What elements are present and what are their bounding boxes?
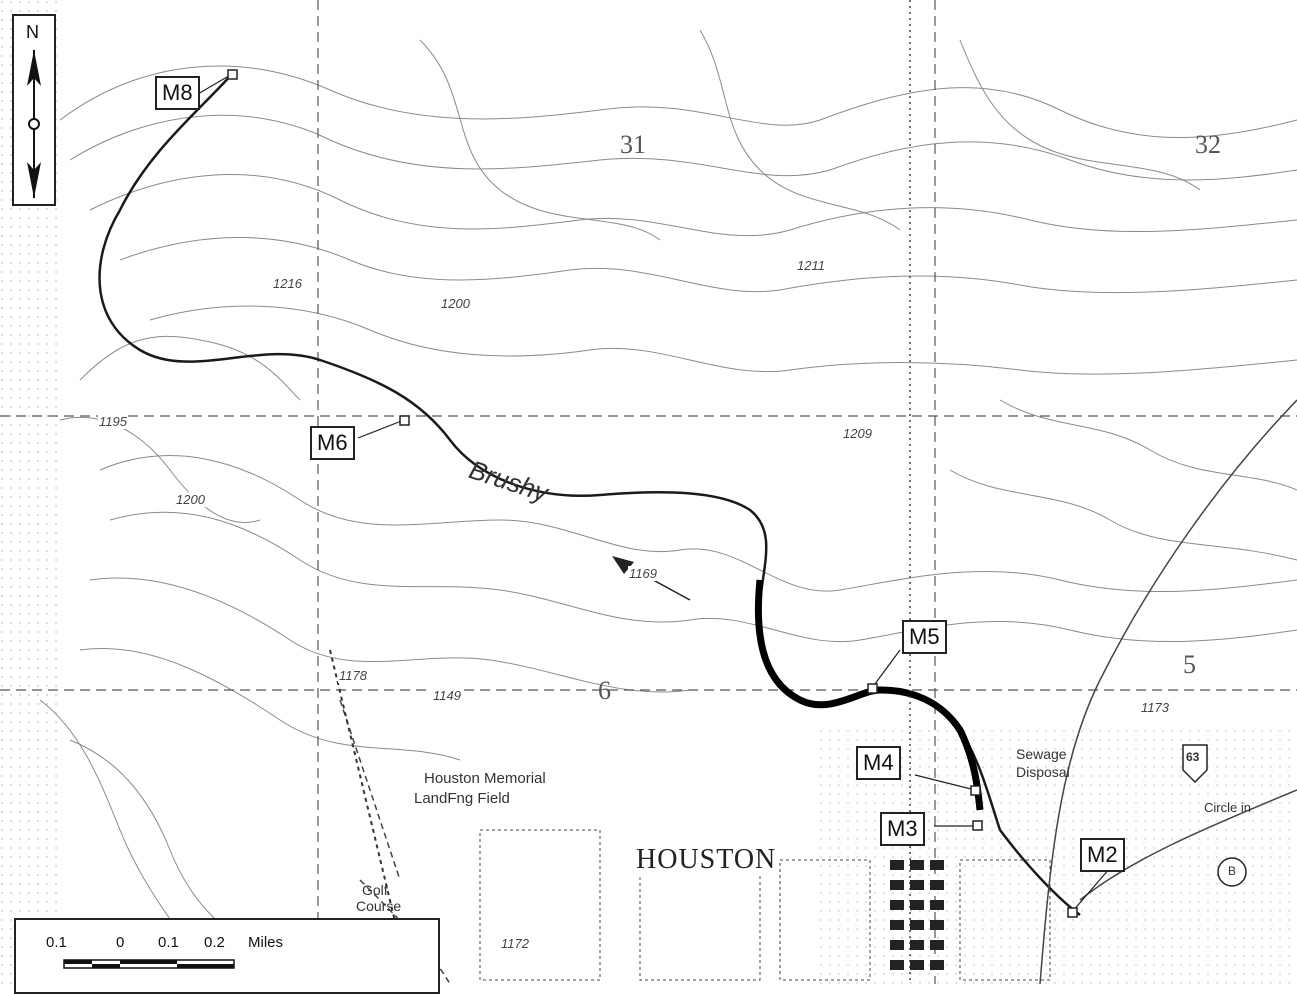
town-blocks bbox=[890, 860, 944, 970]
scale-bar-graphic bbox=[63, 959, 235, 969]
scale-bar-box: 0.1 0 0.1 0.2 Miles bbox=[14, 918, 440, 994]
north-label: N bbox=[26, 22, 39, 42]
station-m5-label[interactable]: M5 bbox=[902, 620, 947, 654]
elevation-label: 1200 bbox=[175, 492, 206, 507]
station-m2-label[interactable]: M2 bbox=[1080, 838, 1125, 872]
station-markers bbox=[227, 69, 1078, 918]
scale-tick-label: 0 bbox=[116, 934, 125, 951]
highway-63-label: 63 bbox=[1186, 750, 1200, 764]
elevation-label: 1149 bbox=[432, 688, 462, 703]
elevation-label: 1209 bbox=[842, 426, 873, 441]
section-31-label: 31 bbox=[620, 130, 646, 159]
town-streets bbox=[479, 829, 1051, 981]
station-m4-label[interactable]: M4 bbox=[856, 746, 901, 780]
golf-label-line2: Course bbox=[356, 898, 402, 914]
elevation-label: 1172 bbox=[500, 936, 530, 951]
runway bbox=[329, 649, 411, 984]
scale-tick-label: 0.1 bbox=[158, 934, 179, 951]
station-m8-label[interactable]: M8 bbox=[155, 76, 200, 110]
elevation-label: 1211 bbox=[796, 258, 826, 273]
section-32-label: 32 bbox=[1195, 130, 1221, 159]
north-arrow-icon bbox=[27, 50, 41, 198]
sewage-label-line1: Sewage bbox=[1016, 746, 1067, 762]
station-m6-label[interactable]: M6 bbox=[310, 426, 355, 460]
section-5-label: 5 bbox=[1183, 650, 1196, 679]
elevation-label: 1216 bbox=[272, 276, 303, 291]
elevation-label: 1195 bbox=[98, 414, 128, 429]
airport-label-line1: Houston Memorial bbox=[424, 770, 546, 787]
station-leaders bbox=[197, 73, 1111, 913]
station-m3-label[interactable]: M3 bbox=[880, 812, 925, 846]
pointer-arrow-icon bbox=[612, 556, 634, 574]
elevation-label: 1173 bbox=[1140, 700, 1170, 715]
elevation-label: 1200 bbox=[440, 296, 471, 311]
sewage-label-line2: Disposal bbox=[1016, 764, 1070, 780]
us-highway-shield-icon bbox=[1182, 744, 1208, 784]
route-b-circle-icon bbox=[1217, 857, 1247, 887]
scale-tick-label: 0.1 bbox=[46, 934, 67, 951]
airport-label-line2: LandFng Field bbox=[414, 790, 510, 807]
scale-tick-label: 0.2 bbox=[204, 934, 225, 951]
contour-lines bbox=[39, 29, 1297, 961]
scale-units-label: Miles bbox=[248, 934, 284, 951]
circle-in-label: Circle in bbox=[1204, 800, 1251, 815]
elevation-label: 1178 bbox=[338, 668, 368, 683]
route-b-label: B bbox=[1228, 864, 1237, 878]
north-arrow-box: N bbox=[12, 14, 56, 206]
golf-label-line1: Golf bbox=[362, 882, 388, 898]
elevation-label: 1169 bbox=[628, 566, 658, 581]
section-6-label: 6 bbox=[598, 676, 611, 705]
town-label: HOUSTON bbox=[636, 844, 777, 876]
